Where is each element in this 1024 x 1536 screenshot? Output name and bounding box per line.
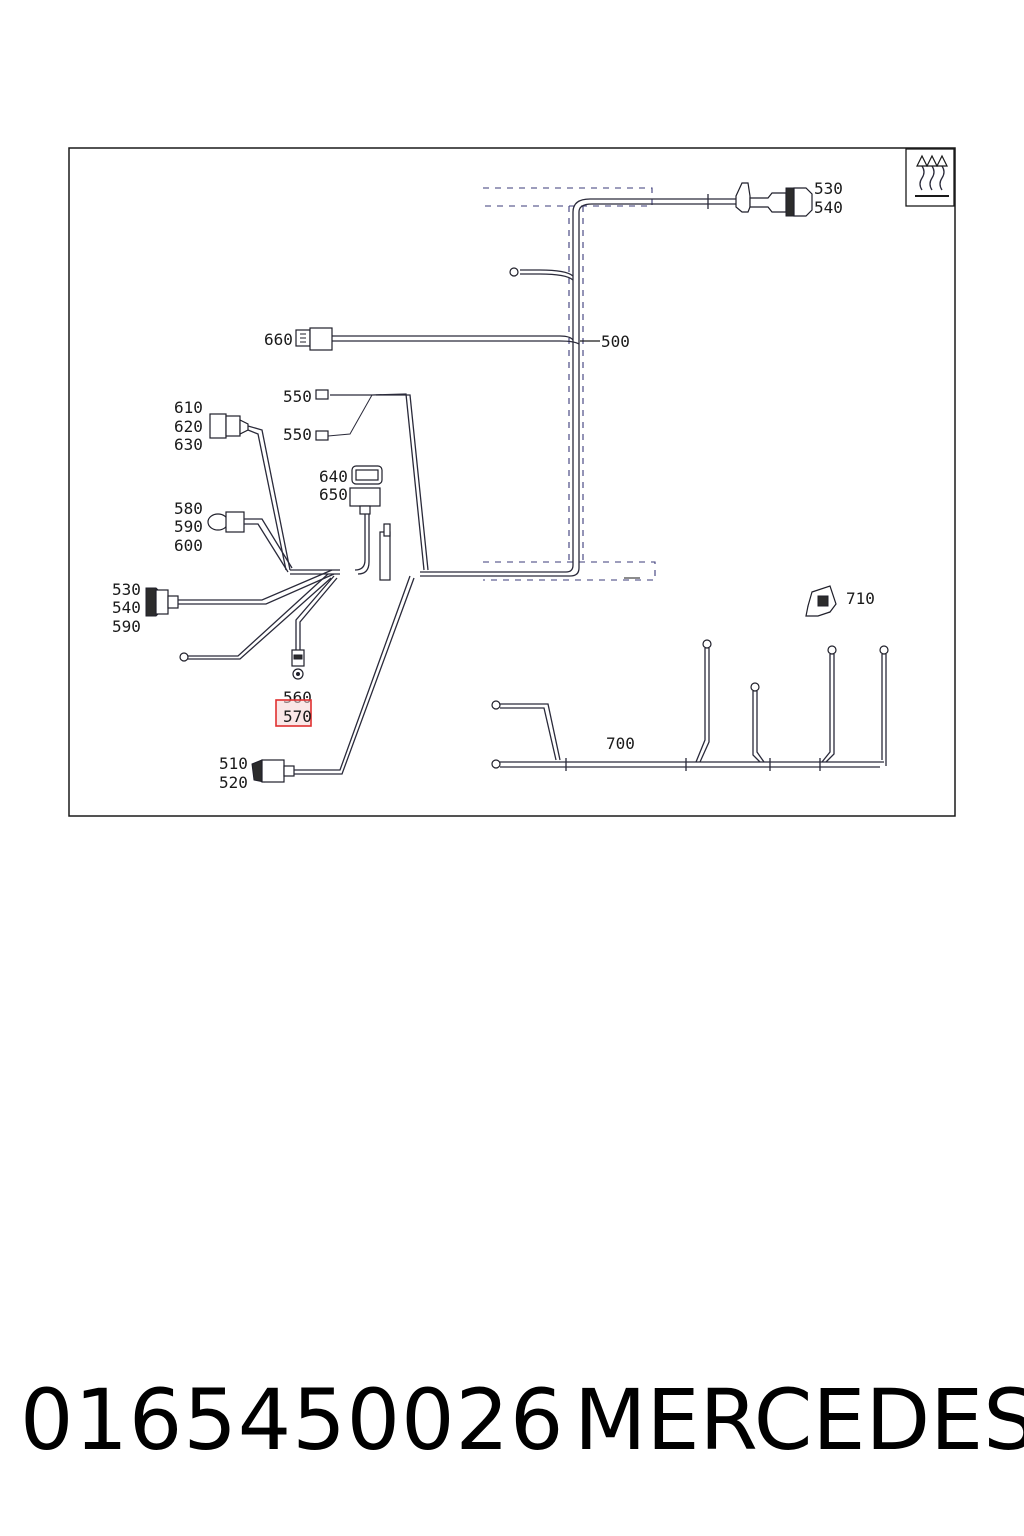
label-640: 640 (319, 467, 348, 486)
part-number: 0165450026 (20, 1371, 565, 1469)
label-620: 620 (174, 417, 203, 436)
label-700: 700 (606, 734, 635, 753)
wiring-harness-diagram: 530 540 660 500 550 550 610 620 630 (68, 147, 956, 817)
label-590-mid: 590 (174, 517, 203, 536)
connector-640-650 (349, 465, 383, 575)
label-520: 520 (219, 773, 248, 792)
label-550-upper: 550 (283, 387, 312, 406)
label-710: 710 (846, 589, 875, 608)
highlight-box-570 (275, 699, 312, 727)
connector-530-540-590-left (145, 569, 335, 617)
conduit-outline (483, 187, 656, 581)
label-530-top: 530 (814, 179, 843, 198)
sensor-560-570 (291, 575, 338, 680)
connector-530-540-top (735, 182, 813, 217)
label-500: 500 (601, 332, 630, 351)
footer: 0165450026 MERCEDES (0, 1370, 1024, 1480)
label-540-left: 540 (112, 598, 141, 617)
main-trunk-wire (420, 194, 740, 577)
connector-660 (295, 327, 580, 351)
heat-resistant-icon (905, 148, 955, 207)
label-530-left: 530 (112, 580, 141, 599)
label-610: 610 (174, 398, 203, 417)
diagram-frame (68, 147, 956, 817)
brand-name: MERCEDES (574, 1371, 1024, 1469)
label-510: 510 (219, 754, 248, 773)
label-570: 570 (283, 707, 312, 726)
part-710 (805, 585, 837, 617)
label-600: 600 (174, 536, 203, 555)
label-630: 630 (174, 435, 203, 454)
label-580: 580 (174, 499, 203, 518)
connector-550-pair (315, 389, 429, 571)
ring-terminal-upper (509, 267, 574, 281)
label-660: 660 (264, 330, 293, 349)
connector-510-520 (251, 575, 415, 783)
connector-580-590-600 (207, 511, 293, 573)
label-540-top: 540 (814, 198, 843, 217)
label-650: 650 (319, 485, 348, 504)
connector-610-620-630 (209, 413, 291, 571)
label-550-lower: 550 (283, 425, 312, 444)
label-590-left: 590 (112, 617, 141, 636)
ring-terminal-lower-left (179, 573, 332, 662)
harness-clip (379, 523, 391, 581)
cable-set-700 (491, 639, 889, 771)
